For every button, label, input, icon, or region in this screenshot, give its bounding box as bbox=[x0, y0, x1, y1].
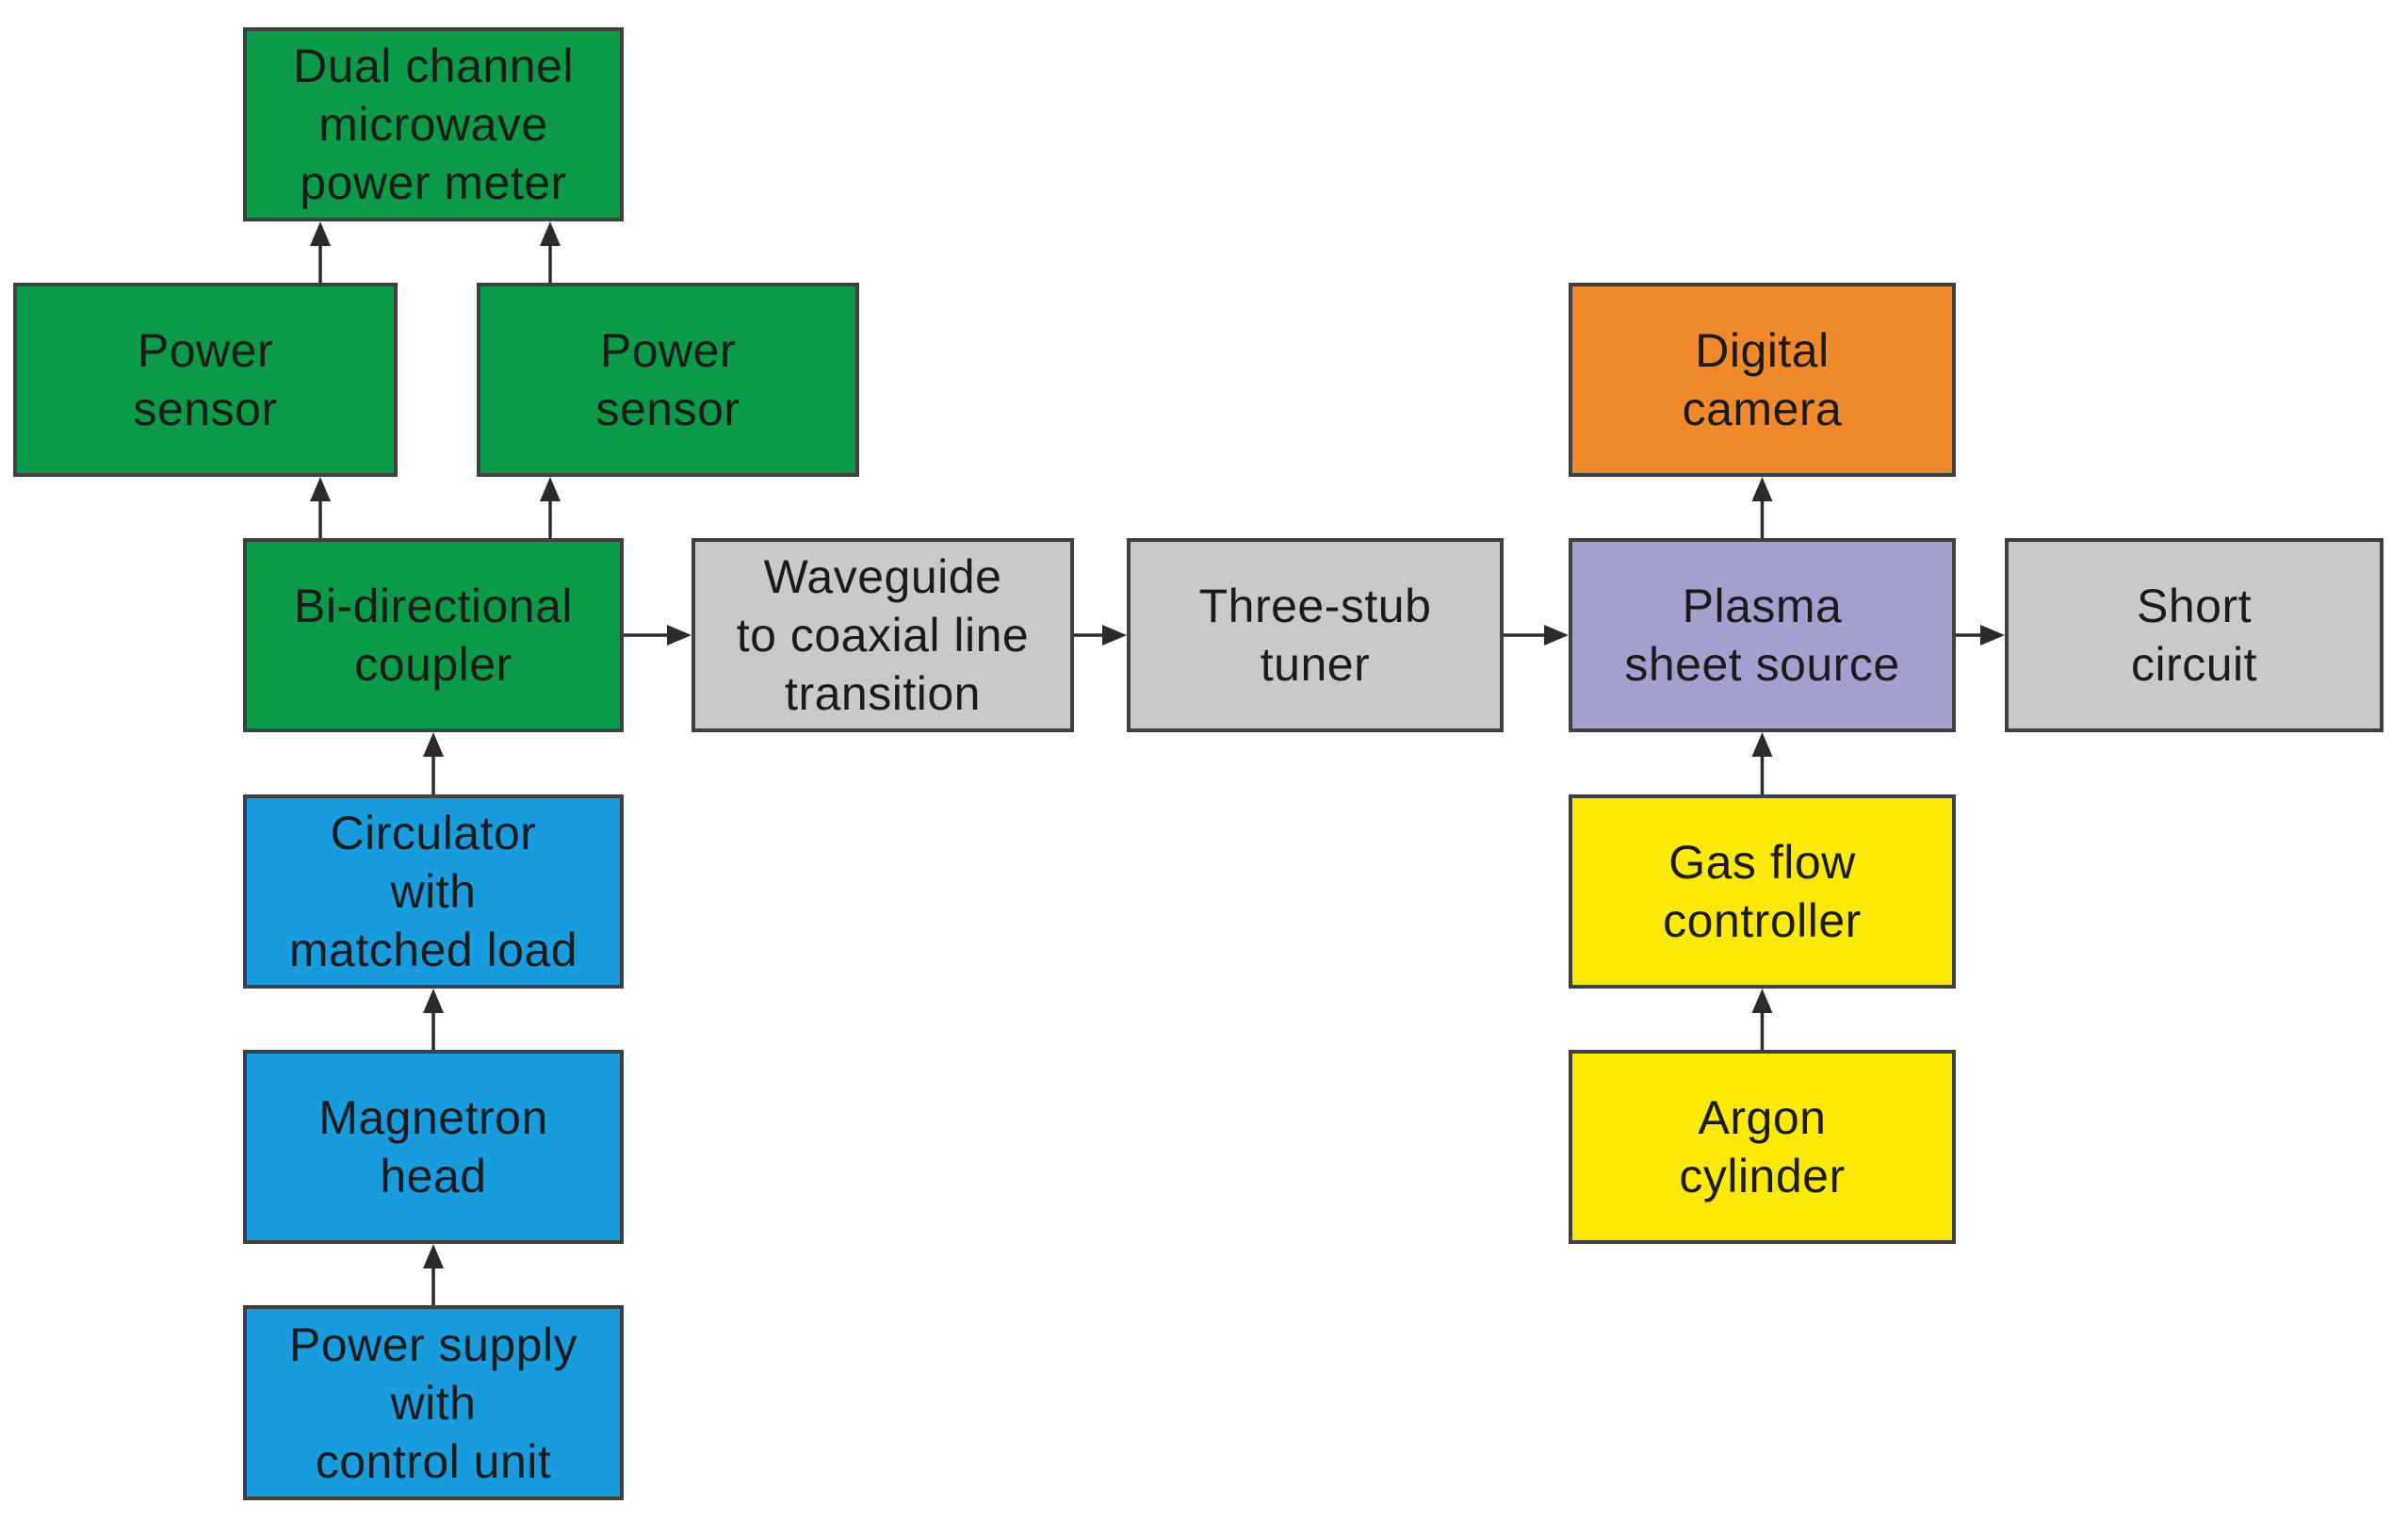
node-dual-channel-microwave-power-meter: Dual channel microwave power meter bbox=[243, 27, 624, 221]
node-label: Power sensor bbox=[133, 324, 278, 435]
arrow-bidirectional_coupler-to-power_sensor_left bbox=[310, 477, 331, 538]
arrow-power_supply-to-magnetron_head bbox=[423, 1244, 444, 1305]
node-label: Power sensor bbox=[595, 324, 740, 435]
node-plasma-sheet-source: Plasma sheet source bbox=[1569, 538, 1956, 732]
node-gas-flow-controller: Gas flow controller bbox=[1569, 794, 1956, 989]
arrow-plasma_sheet_source-to-short_circuit bbox=[1956, 625, 2005, 646]
node-label: Argon cylinder bbox=[1679, 1091, 1846, 1202]
node-label: Digital camera bbox=[1682, 324, 1843, 435]
node-three-stub-tuner: Three-stub tuner bbox=[1127, 538, 1504, 732]
node-label: Three-stub tuner bbox=[1198, 580, 1432, 691]
arrow-plasma_sheet_source-to-digital_camera bbox=[1751, 477, 1773, 538]
node-argon-cylinder: Argon cylinder bbox=[1569, 1050, 1956, 1244]
arrow-power_sensor_right-to-power_meter bbox=[540, 221, 561, 283]
arrow-bidirectional_coupler-to-waveguide_transition bbox=[624, 625, 691, 646]
node-power-supply-with-control-unit: Power supply with control unit bbox=[243, 1305, 624, 1500]
node-label: Dual channel microwave power meter bbox=[293, 40, 574, 209]
node-bidirectional-coupler: Bi-directional coupler bbox=[243, 538, 624, 732]
arrow-power_sensor_left-to-power_meter bbox=[310, 221, 331, 283]
node-label: Plasma sheet source bbox=[1624, 580, 1900, 691]
node-power-sensor-left: Power sensor bbox=[13, 283, 398, 477]
node-label: Power supply with control unit bbox=[288, 1317, 578, 1488]
arrow-argon_cylinder-to-gas_flow_controller bbox=[1751, 989, 1773, 1050]
node-waveguide-to-coaxial-line-transition: Waveguide to coaxial line transition bbox=[691, 538, 1074, 732]
node-power-sensor-right: Power sensor bbox=[477, 283, 859, 477]
node-circulator-with-matched-load: Circulator with matched load bbox=[243, 794, 624, 989]
arrow-three_stub_tuner-to-plasma_sheet_source bbox=[1504, 625, 1569, 646]
node-label: Waveguide to coaxial line transition bbox=[736, 550, 1030, 720]
node-label: Gas flow controller bbox=[1663, 836, 1862, 947]
arrow-waveguide_transition-to-three_stub_tuner bbox=[1074, 625, 1127, 646]
node-label: Magnetron head bbox=[318, 1091, 548, 1202]
node-label: Short circuit bbox=[2130, 580, 2258, 691]
arrow-magnetron_head-to-circulator bbox=[423, 989, 444, 1050]
arrow-bidirectional_coupler-to-power_sensor_right bbox=[540, 477, 561, 538]
node-label: Circulator with matched load bbox=[288, 807, 578, 976]
node-digital-camera: Digital camera bbox=[1569, 283, 1956, 477]
arrow-gas_flow_controller-to-plasma_sheet_source bbox=[1751, 732, 1773, 794]
node-magnetron-head: Magnetron head bbox=[243, 1050, 624, 1244]
arrow-circulator-to-bidirectional_coupler bbox=[423, 732, 444, 794]
node-short-circuit: Short circuit bbox=[2005, 538, 2384, 732]
node-label: Bi-directional coupler bbox=[293, 580, 573, 691]
